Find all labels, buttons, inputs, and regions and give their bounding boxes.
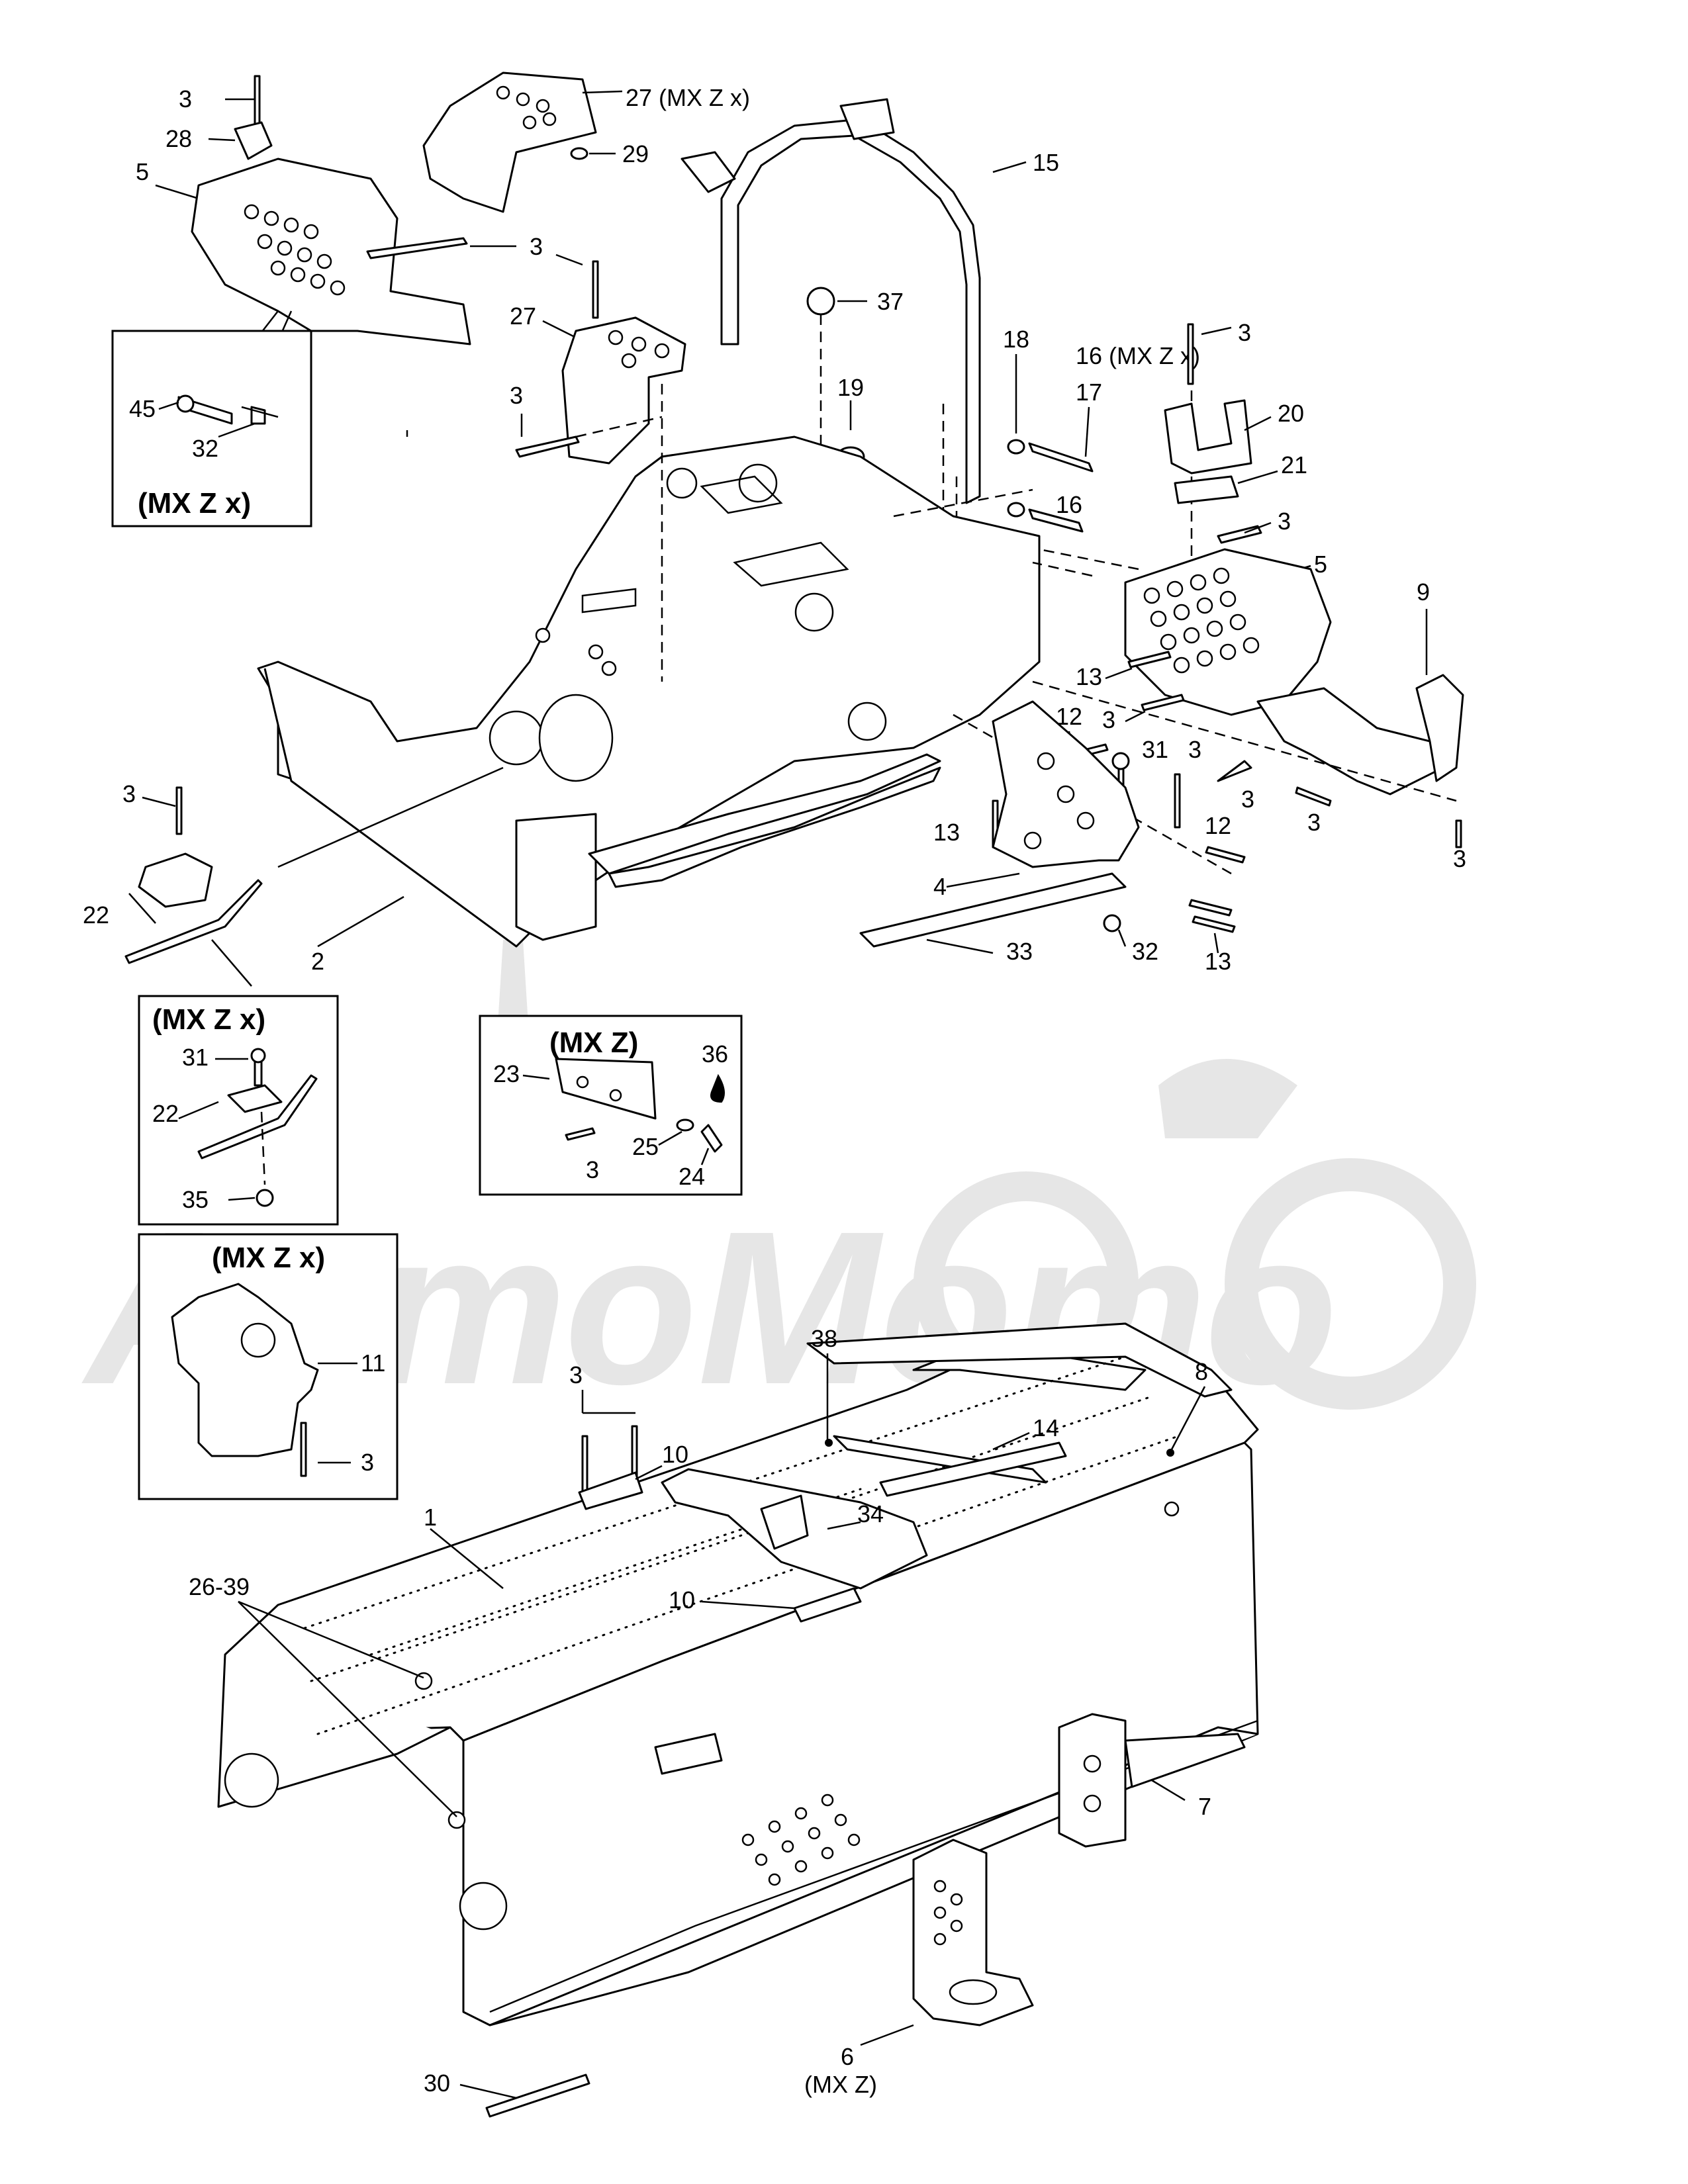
callout-10: 10 bbox=[662, 1441, 688, 1468]
callout-6: 6 bbox=[841, 2043, 854, 2070]
callout-31: 31 bbox=[1142, 736, 1168, 763]
left-mid-group: 3 22 bbox=[83, 780, 263, 987]
callout-13: 13 bbox=[1076, 663, 1102, 690]
callout-36: 36 bbox=[702, 1040, 728, 1068]
callout-22-b: 22 bbox=[152, 1100, 179, 1127]
inset-box-mid-left bbox=[138, 995, 339, 1226]
callout-3-i: 3 bbox=[1307, 809, 1321, 836]
bracket-holes bbox=[244, 204, 346, 296]
tunnel-holes bbox=[741, 1794, 861, 1886]
callout-19: 19 bbox=[837, 374, 864, 401]
callout-12-b: 12 bbox=[1205, 812, 1231, 839]
callout-21: 21 bbox=[1281, 451, 1307, 478]
clip-27-top: 27 (MX Z x) 29 3 bbox=[366, 71, 750, 319]
rod-30: 30 bbox=[424, 2070, 590, 2118]
callout-20: 20 bbox=[1278, 400, 1304, 427]
callout-15: 15 bbox=[1033, 149, 1059, 176]
callout-3: 3 bbox=[179, 85, 192, 113]
callout-16: 16 bbox=[1056, 491, 1082, 518]
callout-3-c: 3 bbox=[510, 382, 523, 409]
steering-handle-15: 15 37 bbox=[680, 98, 1059, 504]
callout-3-k: 3 bbox=[122, 780, 136, 807]
top-left-group: 3 28 5 45 32 (MX Z x) bbox=[111, 75, 471, 527]
callout-29: 29 bbox=[622, 140, 649, 167]
box-mid-center: (MX Z) 23 3 36 25 24 bbox=[479, 1015, 743, 1196]
box-lower-left: (MX Z x) 11 3 bbox=[138, 1233, 399, 1500]
callout-7: 7 bbox=[1198, 1793, 1211, 1820]
bracket-4-strip-33: 4 33 32 bbox=[859, 700, 1158, 965]
callout-38: 38 bbox=[811, 1325, 837, 1352]
callout-31-b: 31 bbox=[182, 1044, 209, 1071]
tunnel-top-parts: 3 10 34 10 38 14 8 bbox=[569, 1325, 1208, 1623]
callout-25: 25 bbox=[632, 1133, 659, 1160]
callout-34: 34 bbox=[857, 1500, 884, 1527]
callout-24: 24 bbox=[679, 1163, 705, 1190]
callout-16-mxzx: 16 (MX Z x) bbox=[1076, 342, 1200, 369]
box-mid-left: (MX Z x) 31 22 35 bbox=[138, 995, 339, 1226]
box-title-lower-left: (MX Z x) bbox=[212, 1242, 325, 1274]
callout-1: 1 bbox=[424, 1504, 437, 1531]
callout-18: 18 bbox=[1003, 326, 1029, 353]
callout-3-n: 3 bbox=[569, 1361, 583, 1388]
callout-27-mxzx: 27 (MX Z x) bbox=[626, 84, 750, 111]
callout-27: 27 bbox=[510, 302, 536, 330]
callout-22: 22 bbox=[83, 901, 109, 929]
frame-2: 2 bbox=[257, 384, 1041, 975]
callout-8: 8 bbox=[1195, 1358, 1208, 1385]
callout-10-b: 10 bbox=[669, 1586, 695, 1614]
callout-3-e: 3 bbox=[1278, 508, 1291, 535]
callout-26-39: 26-39 bbox=[189, 1573, 250, 1600]
callout-28: 28 bbox=[165, 125, 192, 152]
callout-5-b: 5 bbox=[1314, 551, 1327, 578]
callout-2: 2 bbox=[311, 948, 324, 975]
callout-17: 17 bbox=[1076, 379, 1102, 406]
box-title-mid-center: (MX Z) bbox=[549, 1026, 638, 1059]
callout-3-m: 3 bbox=[361, 1449, 374, 1476]
callout-33: 33 bbox=[1006, 938, 1033, 965]
callout-23: 23 bbox=[493, 1060, 520, 1087]
bracket-6: 6 (MX Z) bbox=[804, 1839, 1034, 2098]
note-6-mxz: (MX Z) bbox=[804, 2071, 877, 2098]
callout-11: 11 bbox=[361, 1349, 385, 1377]
callout-13-b: 13 bbox=[933, 819, 960, 846]
callout-32: 32 bbox=[192, 435, 218, 462]
bracket-7: 7 bbox=[1058, 1713, 1246, 1848]
callout-5: 5 bbox=[136, 158, 149, 185]
right-group: 3 20 21 3 5 9 bbox=[1032, 319, 1464, 796]
callout-4: 4 bbox=[933, 873, 947, 900]
callout-3-d: 3 bbox=[1238, 319, 1251, 346]
callout-3-b: 3 bbox=[530, 233, 543, 260]
callout-14: 14 bbox=[1033, 1414, 1059, 1441]
callout-3-g: 3 bbox=[1188, 736, 1201, 763]
inset-box-top-left bbox=[111, 330, 312, 527]
callout-30: 30 bbox=[424, 2070, 450, 2097]
callout-3-h: 3 bbox=[1241, 786, 1254, 813]
callout-3-j: 3 bbox=[1453, 845, 1466, 872]
clip-27-lower: 27 3 bbox=[510, 302, 686, 465]
callout-3-l: 3 bbox=[586, 1156, 599, 1183]
box-title-mid-left: (MX Z x) bbox=[152, 1003, 265, 1036]
box-title-top-left: (MX Z x) bbox=[138, 487, 251, 520]
callout-9: 9 bbox=[1417, 578, 1430, 606]
callout-3-f: 3 bbox=[1102, 706, 1115, 733]
callout-45: 45 bbox=[129, 395, 156, 422]
callout-32-b: 32 bbox=[1132, 938, 1158, 965]
callout-35: 35 bbox=[182, 1186, 209, 1213]
callout-37: 37 bbox=[877, 288, 904, 315]
bracket-5-holes bbox=[1143, 567, 1260, 674]
